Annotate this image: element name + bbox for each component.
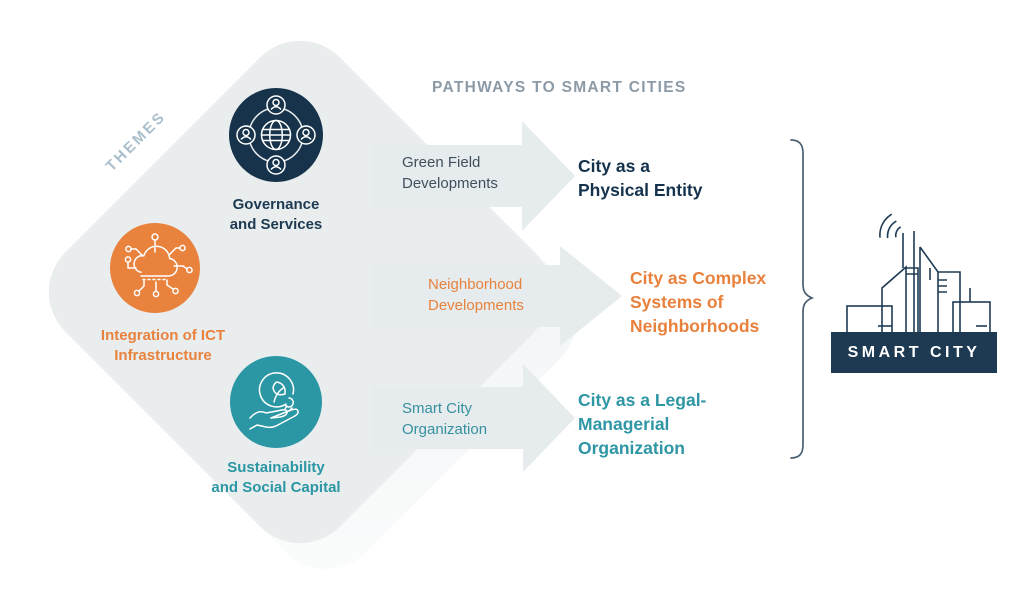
pathway-label-green-field: Green Field Developments [402,154,498,192]
smart-city-banner: SMART CITY [831,332,997,373]
curly-brace [790,139,815,459]
people-globe-network-icon [236,95,316,175]
cloud-network-icon [124,233,193,298]
diagram-title: PATHWAYS TO SMART CITIES [432,79,687,96]
smart-city-label: SMART CITY [847,343,981,361]
hand-plant-icon [249,372,299,430]
ict-theme-label: Integration of ICT Infrastructure [100,327,226,364]
sustainability-theme-circle [230,356,322,448]
pathway-label-smart-city-org: Smart City Organization [402,400,488,438]
governance-theme-circle [229,88,323,182]
outcome-complex-systems: City as Complex Systems of Neighborhoods [630,268,767,336]
ict-theme-circle [110,223,200,313]
pathway-label-neighborhood: Neighborhood Developments [428,276,524,314]
governance-theme-label: Governance and Services [229,196,323,233]
city-skyline-icon [846,213,991,334]
outcome-legal-managerial: City as a Legal- Managerial Organization [578,390,707,458]
outcome-physical-entity: City as a Physical Entity [578,156,703,200]
sustainability-theme-label: Sustainability and Social Capital [211,459,341,496]
